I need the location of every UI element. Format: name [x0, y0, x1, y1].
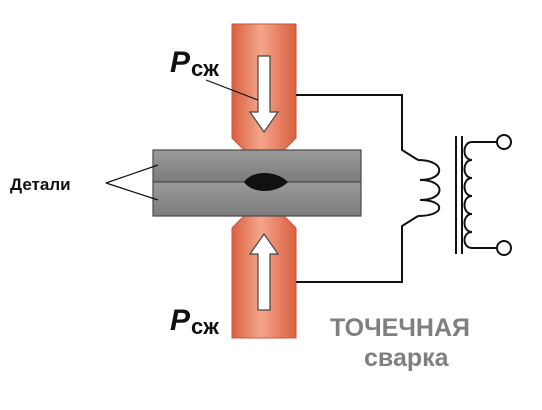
bottom-wire	[296, 215, 419, 283]
weld-nugget	[244, 173, 288, 191]
parts-leader-lower	[105, 182, 159, 201]
top-force-arrow	[248, 55, 280, 134]
bottom-force-arrow	[248, 232, 280, 311]
title-line-1: ТОЧЕЧНАЯ	[330, 314, 470, 342]
title-line-2: сварка	[364, 344, 450, 372]
transformer-secondary-coil	[417, 159, 441, 217]
terminal-bottom	[496, 240, 512, 256]
parts-label: Детали	[10, 175, 71, 194]
force-label-top: Pсж	[170, 46, 219, 81]
force-label-bottom: Pсж	[170, 304, 219, 339]
transformer-primary-coil	[463, 141, 496, 249]
force-leader-top	[205, 79, 259, 101]
top-wire	[296, 94, 419, 161]
parts-leader-upper	[105, 164, 159, 184]
terminal-top	[496, 134, 512, 150]
